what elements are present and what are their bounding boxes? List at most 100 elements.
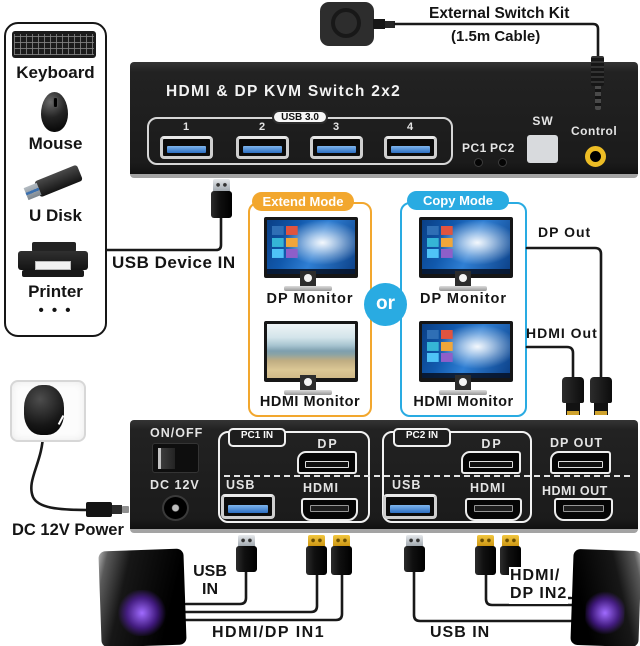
dp-out-port-label: DP OUT xyxy=(550,436,603,450)
power-adapter-label: DC 12V Power xyxy=(12,521,124,539)
pc2-hdmi-label: HDMI xyxy=(470,481,506,495)
usb-port-2-number: 2 xyxy=(258,121,267,133)
extend-hdmi-monitor xyxy=(264,321,358,398)
printer-label: Printer xyxy=(28,282,83,301)
pc1-video-plug1-tip xyxy=(308,535,325,547)
extend-dp-monitor xyxy=(264,217,358,294)
dp-out-port xyxy=(550,451,611,474)
cable-pc1-usb xyxy=(184,569,248,606)
pc1-in-group xyxy=(218,431,370,523)
copy-dp-monitor xyxy=(419,217,513,294)
cable-dp-out xyxy=(525,246,603,380)
extend-dp-monitor-label: DP Monitor xyxy=(266,291,354,307)
pc1-usb-plug xyxy=(236,546,257,572)
hdmi-out-port xyxy=(554,498,613,521)
pc1-usb-plug-tip xyxy=(238,535,255,547)
extend-hdmi-monitor-label: HDMI Monitor xyxy=(259,394,361,410)
pc1-in-badge: PC1 IN xyxy=(228,428,286,447)
pc2-dp-port xyxy=(461,451,521,474)
pc2-usb-in-label: USB IN xyxy=(430,624,491,641)
pc2-hdmi-port xyxy=(465,498,522,521)
usb-port-1 xyxy=(160,136,213,159)
monitor-screen-windows xyxy=(264,217,358,278)
pc2-video-in-label: HDMI/ DP IN2 xyxy=(509,567,569,604)
copy-hdmi-monitor-label: HDMI Monitor xyxy=(413,394,514,410)
hdmi-out-port-label: HDMI OUT xyxy=(542,484,608,498)
pc2-tower xyxy=(570,548,640,646)
pc2-usb-label: USB xyxy=(392,478,422,492)
external-switch-kit-cable-note: (1.5m Cable) xyxy=(451,28,541,45)
dp-out-plug xyxy=(590,377,612,403)
pc1-usb-in-label: USB IN xyxy=(193,563,227,599)
extend-mode-badge: Extend Mode xyxy=(252,192,354,211)
pc2-video-plug1-tip xyxy=(477,535,494,547)
hdmi-out-label: HDMI Out xyxy=(526,325,598,341)
cable-pc2-video1 xyxy=(484,572,574,607)
aux-plug-icon xyxy=(591,56,604,86)
control-jack xyxy=(585,146,606,167)
printer-icon xyxy=(18,242,90,282)
sw-button xyxy=(527,135,558,163)
sw-button-label: SW xyxy=(532,114,554,128)
cable-pc1-video1 xyxy=(183,572,319,614)
pc1-hdmi-port xyxy=(301,498,358,521)
pc1-usb-label: USB xyxy=(226,478,256,492)
usb-port-3-number: 3 xyxy=(332,121,341,133)
cable-usb-device-in xyxy=(105,214,223,252)
pc2-video-plug2-tip xyxy=(502,535,519,547)
mouse-label: Mouse xyxy=(28,134,83,153)
dc-plug-icon xyxy=(86,502,112,517)
usb-port-2 xyxy=(236,136,289,159)
udisk-label: U Disk xyxy=(29,206,82,225)
pc1-hdmi-label: HDMI xyxy=(303,481,339,495)
control-jack-label: Control xyxy=(571,124,618,138)
external-switch-kit-title: External Switch Kit xyxy=(429,5,570,22)
or-badge: or xyxy=(364,283,407,326)
power-switch xyxy=(152,443,199,473)
pc2-led-label: PC2 xyxy=(490,141,515,155)
keyboard-label: Keyboard xyxy=(16,63,95,82)
pc1-video-plug1 xyxy=(306,546,327,575)
pc1-video-in-label: HDMI/DP IN1 xyxy=(212,624,326,641)
pc1-tower xyxy=(98,548,187,646)
pc1-dp-port xyxy=(297,451,357,474)
usb-port-1-number: 1 xyxy=(182,121,191,133)
keyboard-icon xyxy=(12,31,96,58)
pc1-dp-label: DP xyxy=(317,437,339,451)
dp-out-label: DP Out xyxy=(538,224,592,240)
pc2-in-badge: PC2 IN xyxy=(393,428,451,447)
pc1-video-plug2 xyxy=(331,546,352,575)
cable-hdmi-out xyxy=(525,345,575,380)
usb-port-3 xyxy=(310,136,363,159)
power-switch-label: ON/OFF xyxy=(150,426,204,440)
copy-mode-badge: Copy Mode xyxy=(407,191,509,210)
pc1-led xyxy=(474,158,483,167)
cable-external-switch xyxy=(393,22,600,58)
copy-hdmi-monitor xyxy=(419,321,513,398)
pc2-dp-label: DP xyxy=(481,437,503,451)
pc2-in-group xyxy=(382,431,532,523)
hdmi-out-plug xyxy=(562,377,584,403)
peripherals-more-dots: • • • xyxy=(38,302,73,319)
usb-port-4-number: 4 xyxy=(406,121,415,133)
cable-power xyxy=(30,431,90,512)
switch-cable-connector2 xyxy=(385,21,395,28)
monitor-screen-windows xyxy=(419,217,513,278)
usb-device-in-label: USB Device IN xyxy=(112,253,236,272)
monitor-screen-beach xyxy=(264,321,358,382)
usb3-badge: USB 3.0 xyxy=(272,110,328,124)
dc-jack xyxy=(162,495,189,521)
copy-dp-monitor-label: DP Monitor xyxy=(419,291,508,307)
mouse-icon xyxy=(41,92,68,132)
usb-plug-tip xyxy=(213,179,230,192)
usb-port-4 xyxy=(384,136,437,159)
dc-jack-label: DC 12V xyxy=(150,478,200,492)
usb-plug-body xyxy=(211,191,232,218)
switch-button-circle xyxy=(331,8,361,38)
power-adapter-icon xyxy=(24,385,64,435)
pc1-video-plug2-tip xyxy=(333,535,350,547)
front-panel-title: HDMI & DP KVM Switch 2x2 xyxy=(166,83,402,100)
switch-cable-connector xyxy=(373,19,385,29)
monitor-screen-windows xyxy=(419,321,513,382)
